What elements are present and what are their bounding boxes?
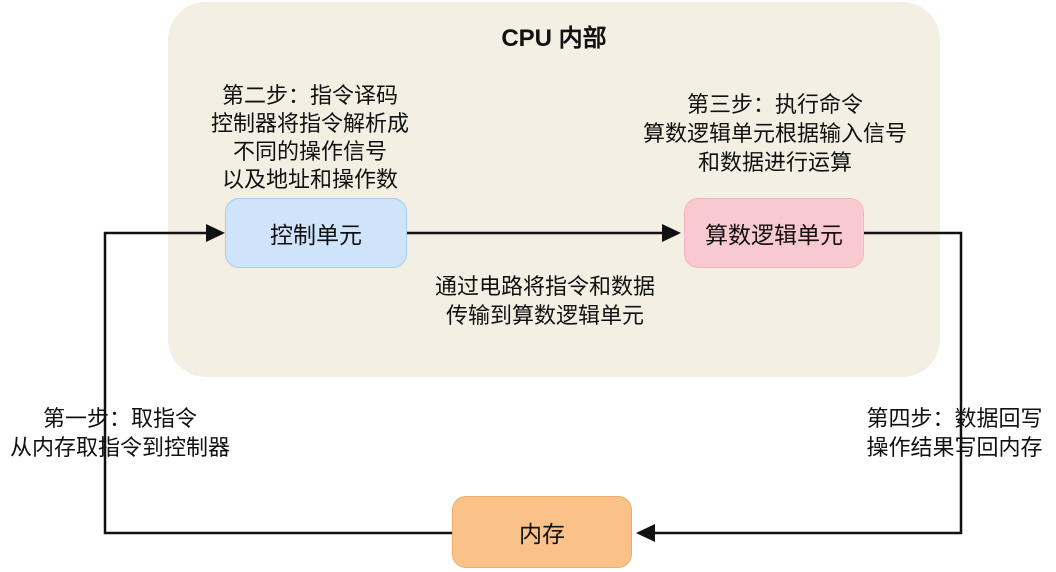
arrowhead-into-control-unit [206,224,225,242]
control-unit-label: 控制单元 [270,222,362,248]
annotation-step3-line1: 第三步：执行命令 [686,92,863,117]
annotation-step4-line1: 第四步：数据回写 [866,406,1043,431]
annotation-step2-line4: 以及地址和操作数 [221,167,398,192]
memory-node: 内存 [452,496,632,568]
annotation-step2-line3: 不同的操作信号 [232,139,387,164]
annotation-step4-line2: 操作结果写回内存 [866,435,1043,460]
annotation-bus-line2: 传输到算数逻辑单元 [445,303,644,328]
arrowhead-into-alu [662,224,681,242]
arrowhead-into-memory [636,524,655,542]
annotation-step1-line2: 从内存取指令到控制器 [9,435,230,460]
annotation-step3-line2: 算数逻辑单元根据输入信号 [642,121,907,146]
memory-label: 内存 [519,521,565,547]
diagram-title: CPU 内部 [501,25,607,52]
arrow-line-memory-to-control [103,231,452,535]
alu-node: 算数逻辑单元 [684,198,864,268]
annotation-step3: 第三步：执行命令 算数逻辑单元根据输入信号 和数据进行运算 [625,90,925,177]
alu-label: 算数逻辑单元 [705,222,843,248]
annotation-step2: 第二步：指令译码 控制器将指令解析成 不同的操作信号 以及地址和操作数 [162,82,458,194]
annotation-step2-line1: 第二步：指令译码 [221,83,398,108]
cpu-internal-container [168,2,940,377]
annotation-step1-line1: 第一步：取指令 [42,406,197,431]
annotation-bus-transfer: 通过电路将指令和数据 传输到算数逻辑单元 [400,272,690,330]
control-unit-node: 控制单元 [225,198,407,268]
annotation-step3-line3: 和数据进行运算 [697,150,852,175]
annotation-step4: 第四步：数据回写 操作结果写回内存 [853,404,1056,462]
arrow-line-alu-to-memory [654,231,963,535]
annotation-bus-line1: 通过电路将指令和数据 [434,274,655,299]
annotation-step2-line2: 控制器将指令解析成 [210,111,409,136]
annotation-step1: 第一步：取指令 从内存取指令到控制器 [0,404,240,462]
